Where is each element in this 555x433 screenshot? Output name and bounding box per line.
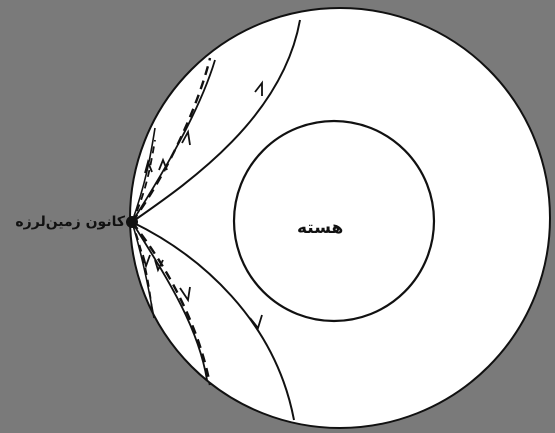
core-label: هسته bbox=[297, 218, 343, 238]
focus-label: کانون زمین‌لرزه bbox=[15, 214, 125, 230]
focus-dot-icon bbox=[126, 216, 138, 228]
